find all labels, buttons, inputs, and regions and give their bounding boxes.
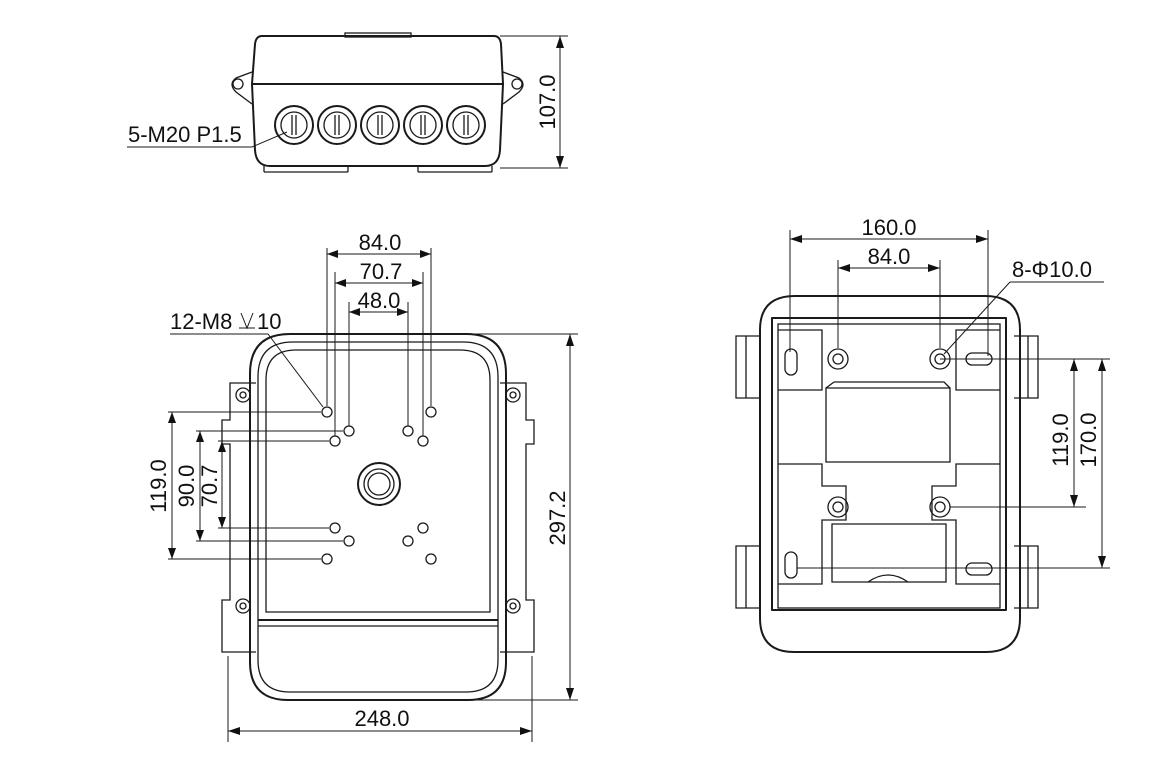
cable-gland-5 <box>446 105 486 145</box>
total-height-label: 297.2 <box>545 490 570 545</box>
spacing-inner-label: 48.0 <box>358 288 401 313</box>
vertical-inner-label: 70.7 <box>197 465 222 508</box>
back-dim-spacing-outer: 160.0 <box>789 215 989 356</box>
cable-gland-1 <box>274 105 314 145</box>
back-hole-callout-label: 8-Φ10.0 <box>1012 257 1092 282</box>
bracket-screw-bl <box>235 598 251 614</box>
front-view: 84.0 70.7 48.0 12-M8 10 119.0 <box>146 230 578 742</box>
back-plate-upper-cutout <box>825 387 951 463</box>
front-left-bracket <box>221 382 256 653</box>
dim-spacing-inner: 48.0 <box>348 288 409 426</box>
back-spacing-outer-label: 160.0 <box>861 215 916 240</box>
back-clip-tr <box>1014 335 1039 399</box>
vertical-outer-label: 119.0 <box>146 459 171 512</box>
cable-gland-2 <box>317 105 357 145</box>
back-view: 160.0 84.0 8-Φ10.0 119.0 170.0 <box>735 215 1110 653</box>
top-height-dimension: 107.0 <box>500 35 568 169</box>
back-dim-vertical-outer: 170.0 <box>797 358 1110 569</box>
top-view: 5-M20 P1.5 107.0 <box>127 32 568 173</box>
top-view-left-hinge <box>231 71 253 105</box>
top-view-right-hinge <box>502 71 524 105</box>
bracket-screw-tr <box>505 387 521 403</box>
back-vertical-outer-label: 170.0 <box>1076 412 1101 467</box>
total-width-label: 248.0 <box>354 706 409 731</box>
vertical-mid-label: 90.0 <box>174 465 199 508</box>
bracket-screw-br <box>505 598 521 614</box>
cable-gland-4 <box>403 105 443 145</box>
dim-spacing-mid: 70.7 <box>334 259 424 436</box>
screw-depth-label: 10 <box>257 309 281 334</box>
top-view-right-hinge-pin <box>511 78 523 90</box>
front-body-inset <box>265 349 491 613</box>
bracket-screw-tl <box>235 387 251 403</box>
top-view-lid <box>251 35 504 85</box>
dim-total-height: 297.2 <box>466 333 578 701</box>
center-knockout <box>357 462 401 506</box>
front-body-outer <box>249 333 507 701</box>
top-view-left-hinge-pin <box>232 78 244 90</box>
back-clip-bl <box>735 545 760 609</box>
spacing-outer-label: 84.0 <box>359 230 402 255</box>
dim-vertical-mid: 90.0 <box>174 430 343 542</box>
dim-spacing-outer: 84.0 <box>326 230 432 406</box>
back-vertical-inner-label: 119.0 <box>1048 413 1073 466</box>
top-view-lid-tab <box>344 32 412 38</box>
back-body-outer <box>759 295 1021 653</box>
spacing-mid-label: 70.7 <box>360 259 403 284</box>
dim-total-width: 248.0 <box>227 656 533 742</box>
depth-symbol <box>239 312 255 330</box>
back-clip-br <box>1014 545 1039 609</box>
back-plate-lower-cutout <box>831 523 947 583</box>
front-body-inner <box>257 341 499 693</box>
back-mounting-plate <box>771 317 1007 611</box>
front-right-bracket <box>500 382 535 653</box>
back-clip-tl <box>735 335 760 399</box>
back-dim-vertical-inner: 119.0 <box>940 358 1086 508</box>
top-view-body <box>251 83 504 167</box>
back-spacing-inner-label: 84.0 <box>868 244 911 269</box>
thread-callout-label: 5-M20 P1.5 <box>128 122 242 147</box>
back-dim-spacing-inner: 84.0 <box>837 244 941 348</box>
screw-callout-label: 12-M8 <box>170 309 232 334</box>
dim-vertical-inner: 70.7 <box>197 440 329 529</box>
dim-vertical-outer: 119.0 <box>146 411 321 560</box>
top-height-label: 107.0 <box>535 74 560 129</box>
cable-gland-3 <box>360 105 400 145</box>
